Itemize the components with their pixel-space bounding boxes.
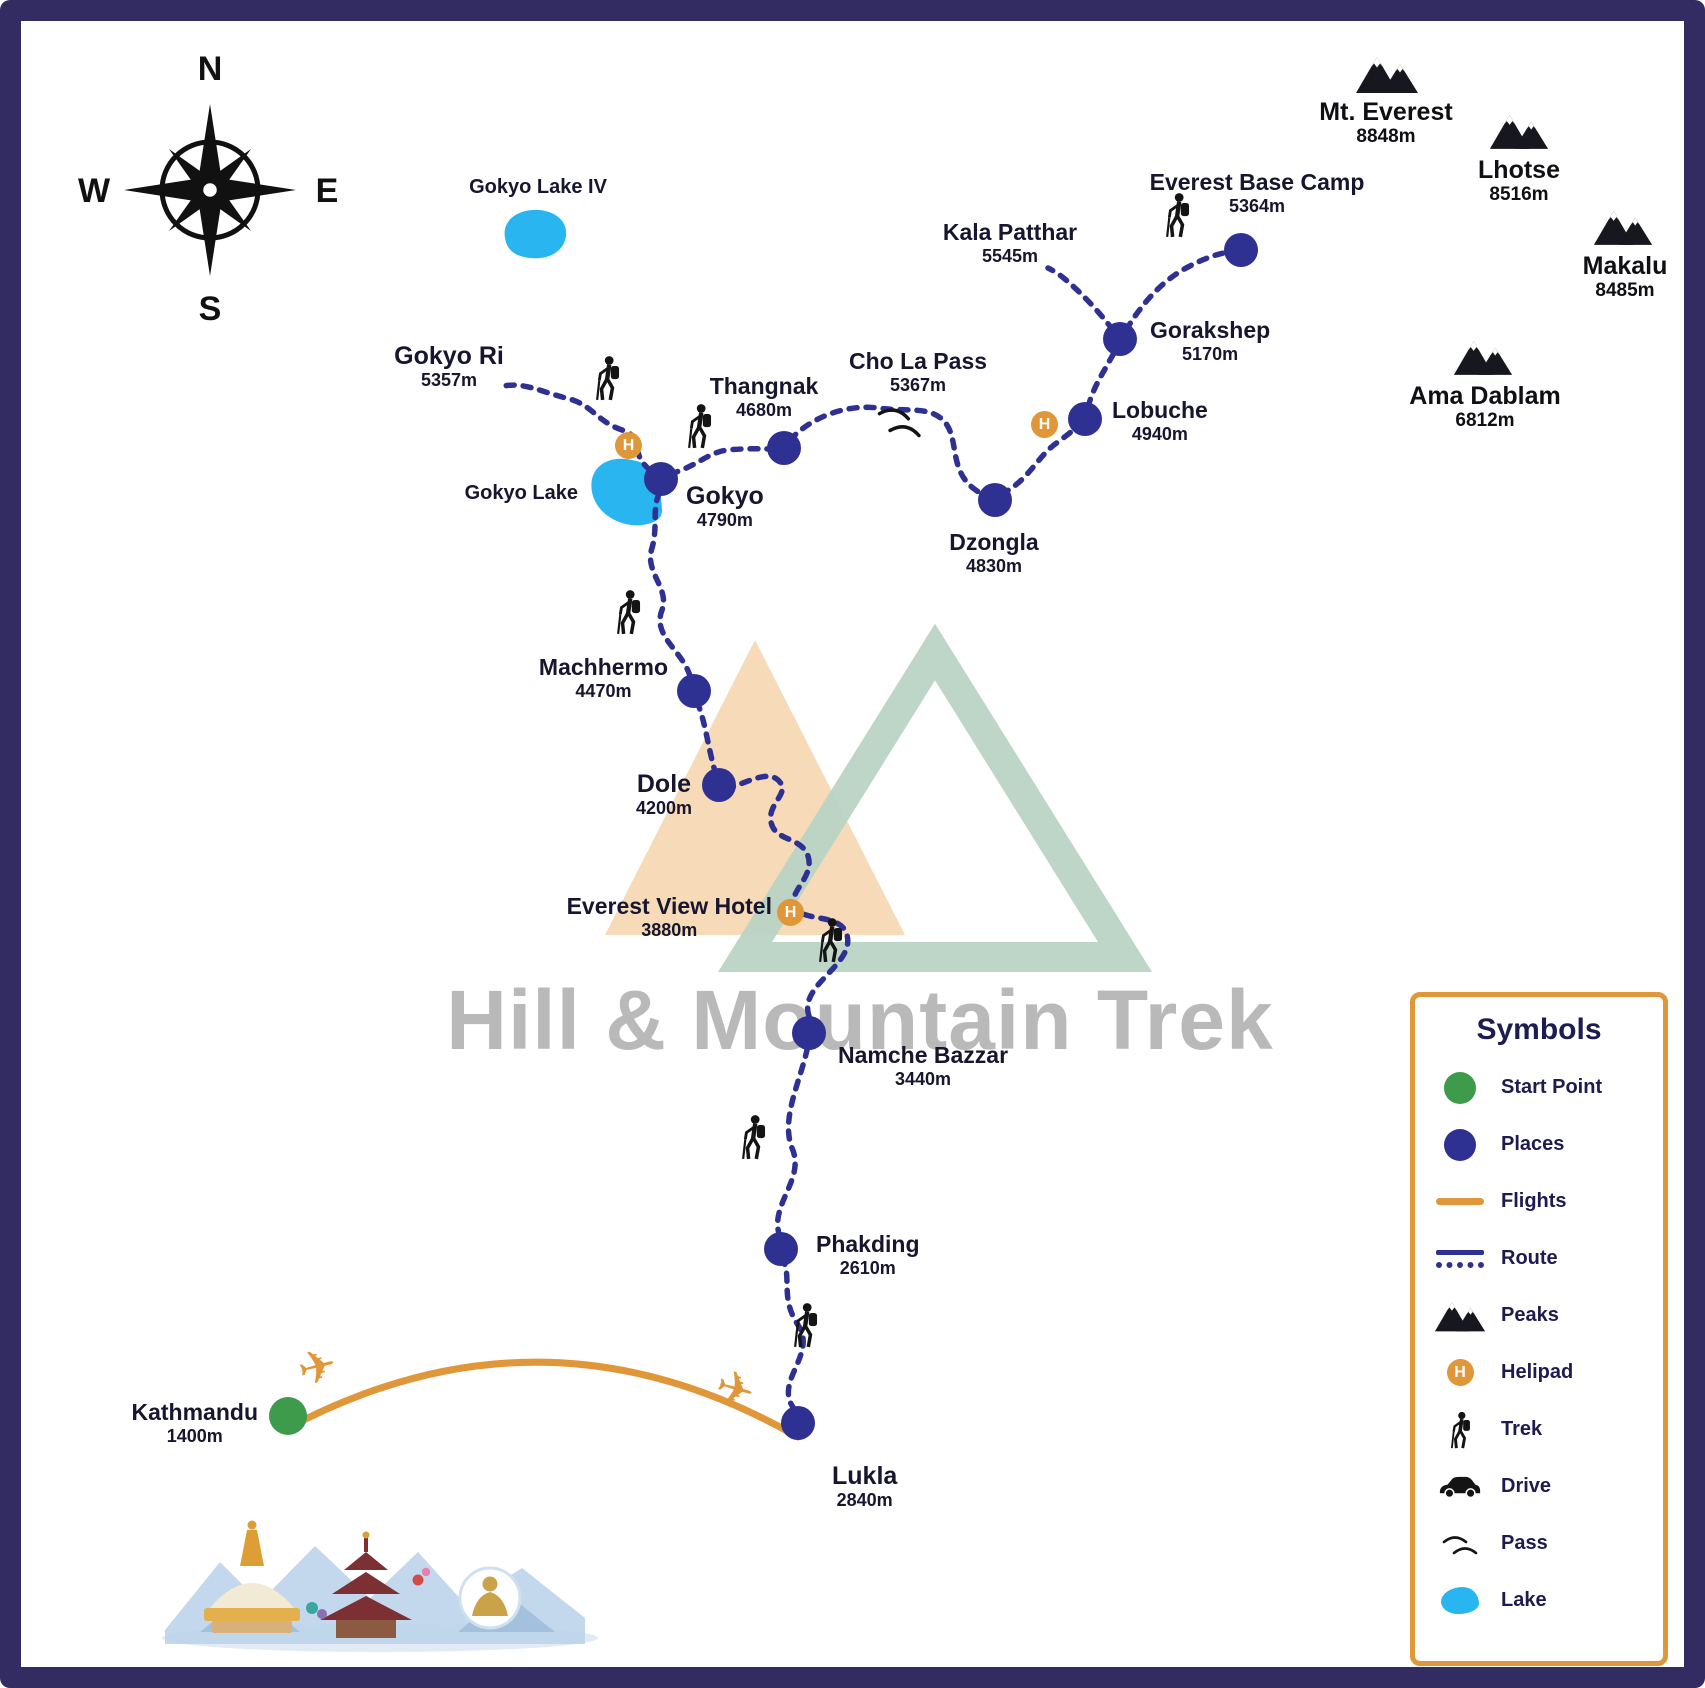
kathmandu-illustration	[162, 1520, 598, 1652]
makalu-peak-icon	[1593, 211, 1653, 245]
pass-icon	[1442, 1533, 1478, 1555]
marker-namche-bazzar	[792, 1016, 826, 1050]
trekker-icon	[618, 590, 640, 634]
label-gokyo: Gokyo 4790m	[686, 482, 764, 530]
trekker-icon	[795, 1303, 817, 1347]
route-gorakshep-kalapatthar	[1045, 265, 1116, 333]
legend-item-peaks: Peaks	[1431, 1287, 1663, 1344]
logo-triangle-orange	[605, 640, 905, 935]
legend-item-start-point: Start Point	[1431, 1059, 1663, 1116]
label-gokyo-ri: Gokyo Ri 5357m	[394, 342, 504, 390]
legend-item-trek: Trek	[1431, 1401, 1663, 1458]
compass-rose	[124, 104, 296, 276]
gokyo-lake-iv-shape	[504, 209, 567, 259]
ama-dablam-peak-icon	[1453, 341, 1513, 375]
marker-gorakshep	[1103, 322, 1137, 356]
route-gokyo-thangnak	[667, 446, 781, 477]
legend-item-route: Route	[1431, 1230, 1663, 1287]
label-ama-dablam: Ama Dablam 6812m	[1409, 382, 1561, 431]
flight-path	[284, 1358, 802, 1441]
marker-phakding	[764, 1232, 798, 1266]
legend-panel: Symbols Start Point Places Flights Route…	[1410, 992, 1668, 1666]
route-phakding-namche	[775, 1042, 811, 1240]
marker-kathmandu-start	[269, 1397, 307, 1435]
flight-line-icon	[1436, 1198, 1484, 1205]
legend-item-pass: Pass	[1431, 1515, 1663, 1572]
route-thangnak-chola-dzongla	[787, 404, 995, 503]
trekker-icon	[597, 356, 619, 400]
marker-dzongla	[978, 483, 1012, 517]
helipad-icon-everest-view-hotel: H	[777, 899, 804, 926]
route-namche-dole	[722, 773, 851, 1019]
compass-north-label: N	[197, 50, 223, 88]
label-dole: Dole 4200m	[635, 770, 692, 818]
trekker-icon	[689, 404, 711, 448]
legend-item-places: Places	[1431, 1116, 1663, 1173]
marker-everest-base-camp	[1224, 233, 1258, 267]
route-lukla-phakding	[780, 1257, 806, 1413]
route-machhermo-gokyo	[647, 491, 693, 679]
label-dzongla: Dzongla 4830m	[949, 529, 1039, 576]
compass-west-label: W	[77, 172, 111, 210]
marker-lukla	[781, 1406, 815, 1440]
place-dot-icon	[1444, 1128, 1476, 1161]
marker-lobuche	[1068, 402, 1102, 436]
helipad-icon: H	[1446, 1359, 1474, 1386]
peak-icon	[1433, 1299, 1487, 1333]
label-kala-patthar: Kala Patthar 5545m	[942, 219, 1078, 266]
label-kathmandu: Kathmandu 1400m	[131, 1399, 259, 1446]
legend-title: Symbols	[1476, 1013, 1602, 1046]
label-everest-base-camp: Everest Base Camp 5364m	[1149, 169, 1365, 216]
legend-item-lake: Lake	[1431, 1572, 1663, 1629]
helipad-icon-lobuche: H	[1031, 411, 1058, 438]
label-gorakshep: Gorakshep 5170m	[1150, 317, 1271, 364]
lake-icon	[1441, 1587, 1479, 1614]
legend-item-drive: Drive	[1431, 1458, 1663, 1515]
label-phakding: Phakding 2610m	[816, 1231, 920, 1278]
label-thangnak: Thangnak 4680m	[709, 373, 819, 420]
label-namche-bazzar: Namche Bazzar 3440m	[838, 1042, 1009, 1089]
trek-route	[501, 248, 1239, 1413]
label-gokyo-lake: Gokyo Lake	[464, 482, 578, 504]
helipad-icon-gokyo: H	[615, 432, 642, 459]
lhotse-peak-icon	[1489, 115, 1549, 149]
legend-item-helipad: H Helipad	[1431, 1344, 1663, 1401]
car-icon	[1437, 1474, 1483, 1499]
marker-thangnak	[767, 431, 801, 465]
watermark-text: Hill & Mountain Trek	[446, 973, 1274, 1067]
label-everest-view-hotel: Everest View Hotel 3880m	[566, 893, 772, 940]
label-mt-everest: Mt. Everest 8848m	[1319, 98, 1453, 147]
label-machhermo: Machhermo 4470m	[538, 654, 668, 701]
marker-machhermo	[677, 674, 711, 708]
route-dole-machhermo	[695, 701, 719, 778]
trekker-icon	[743, 1115, 765, 1159]
start-point-icon	[1444, 1071, 1476, 1104]
label-gokyo-lake-iv: Gokyo Lake IV	[469, 176, 607, 198]
label-lobuche: Lobuche 4940m	[1112, 397, 1208, 444]
label-makalu: Makalu 8485m	[1582, 252, 1668, 301]
label-lhotse: Lhotse 8516m	[1478, 156, 1560, 205]
logo-triangle-green	[717, 623, 1153, 972]
mt-everest-peak-icon	[1356, 57, 1418, 93]
marker-dole	[702, 768, 736, 802]
trekker-icon	[1446, 1411, 1474, 1449]
compass-south-label: S	[198, 290, 222, 328]
marker-gokyo	[644, 462, 678, 496]
route-gorakshep-ebc	[1123, 248, 1239, 333]
route-gokyo-gokyori	[501, 382, 653, 473]
legend-item-flights: Flights	[1431, 1173, 1663, 1230]
compass-east-label: E	[315, 172, 339, 210]
label-lukla: Lukla 2840m	[832, 1462, 898, 1510]
label-cho-la-pass: Cho La Pass 5367m	[848, 348, 988, 395]
route-line-icon	[1436, 1249, 1484, 1268]
